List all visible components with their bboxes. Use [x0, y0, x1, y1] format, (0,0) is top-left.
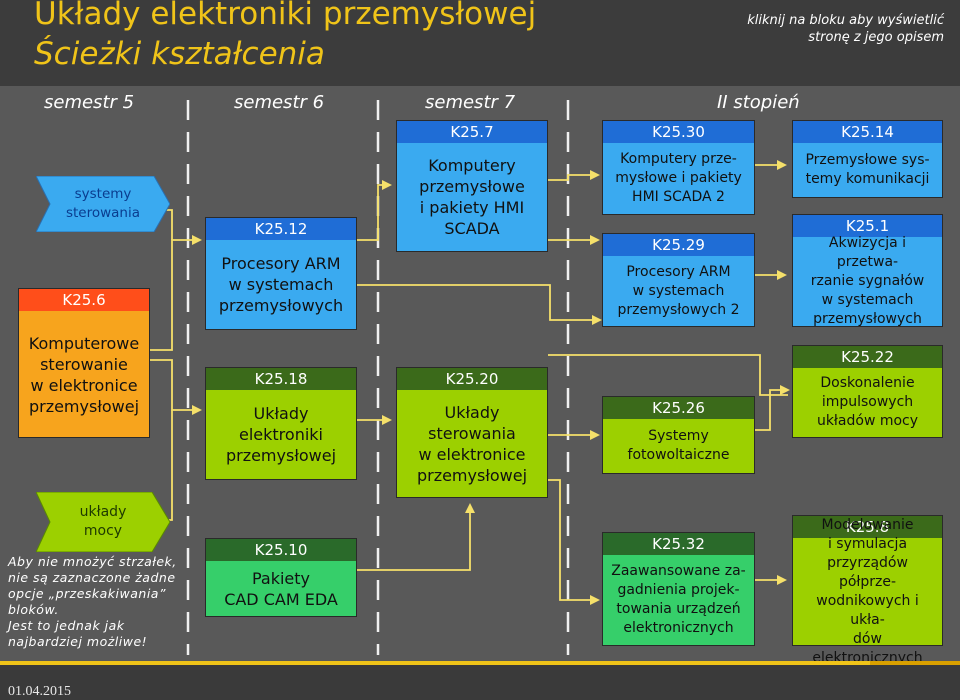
tag-label: systemy sterowania — [65, 186, 141, 221]
block-k25-12[interactable]: K25.12 Procesory ARM w systemach przemys… — [205, 217, 357, 330]
arrow-k25-20-to-k25-32 — [548, 479, 600, 605]
footer — [0, 661, 960, 697]
block-title: Procesory ARM w systemach przemysłowych — [218, 254, 344, 315]
footer-date: 01.04.2015 — [8, 684, 71, 699]
block-code: K25.6 — [19, 289, 149, 311]
block-code: K25.14 — [793, 121, 942, 143]
block-code: K25.30 — [603, 121, 754, 143]
semester-6-label: semestr 6 — [234, 92, 325, 113]
block-title: Układy sterowania w elektronice przemysł… — [416, 402, 528, 485]
block-k25-6[interactable]: K25.6 Komputerowe sterowanie w elektroni… — [18, 288, 150, 438]
semester-7-label: semestr 7 — [425, 92, 516, 113]
block-k25-26[interactable]: K25.26 Systemy fotowoltaiczne — [602, 396, 755, 474]
ii-stopien-label: II stopień — [717, 92, 800, 113]
arrow-k25-6-to-k25-18 — [150, 359, 202, 415]
footer-accent-line — [0, 661, 960, 665]
click-hint: kliknij na bloku aby wyświetlić stronę z… — [747, 13, 944, 45]
tag-label: układy mocy — [79, 504, 127, 539]
block-k25-8[interactable]: K25.8 Modelowanie i symulacja przyrządów… — [792, 515, 943, 666]
block-title: Układy elektroniki przemysłowej — [225, 404, 337, 465]
block-k25-20[interactable]: K25.20 Układy sterowania w elektronice p… — [396, 367, 548, 498]
block-code: K25.26 — [603, 397, 754, 419]
arrow-k25-20-to-k25-22 — [548, 354, 788, 396]
block-title: Pakiety CAD CAM EDA — [224, 568, 338, 609]
connectors — [150, 100, 790, 655]
block-title: Przemysłowe sys- temy komunikacji — [805, 152, 930, 187]
block-code: K25.1 — [793, 215, 942, 237]
block-k25-22[interactable]: K25.22 Doskonalenie impulsowych układów … — [792, 345, 943, 438]
block-title: Systemy fotowoltaiczne — [627, 428, 730, 463]
block-k25-29[interactable]: K25.29 Procesory ARM w systemach przemys… — [602, 233, 755, 327]
block-code: K25.12 — [206, 218, 356, 240]
block-title: Komputery prze- mysłowe i pakiety HMI SC… — [615, 151, 742, 205]
block-title: Komputery przemysłowe i pakiety HMI SCAD… — [419, 156, 525, 238]
block-code: K25.18 — [206, 368, 356, 390]
semester-5-label: semestr 5 — [44, 92, 135, 113]
block-code: K25.22 — [793, 346, 942, 368]
block-k25-1[interactable]: K25.1 Akwizycja i przetwa- rzanie sygnał… — [792, 214, 943, 327]
block-k25-32[interactable]: K25.32 Zaawansowane za- gadnienia projek… — [602, 532, 755, 646]
block-title: Modelowanie i symulacja przyrządów półpr… — [812, 517, 922, 666]
block-code: K25.20 — [397, 368, 547, 390]
block-k25-10[interactable]: K25.10 Pakiety CAD CAM EDA — [205, 538, 357, 617]
tag-shape — [36, 492, 170, 552]
footer-accent-end — [870, 661, 960, 665]
tag-uklady-mocy[interactable]: układy mocy — [36, 492, 170, 552]
header — [0, 0, 960, 86]
block-title: Doskonalenie impulsowych układów mocy — [816, 375, 919, 429]
block-title: Zaawansowane za- gadnienia projek- towan… — [611, 563, 746, 636]
block-code: K25.10 — [206, 539, 356, 561]
arrow-k25-7-to-k25-30 — [548, 170, 600, 181]
arrow-k25-10-to-k25-20 — [357, 503, 475, 571]
block-code: K25.32 — [603, 533, 754, 555]
block-k25-7[interactable]: K25.7 Komputery przemysłowe i pakiety HM… — [396, 120, 548, 252]
block-k25-14[interactable]: K25.14 Przemysłowe sys- temy komunikacji — [792, 120, 943, 198]
arrow-k25-12-to-k25-7 — [357, 180, 392, 241]
arrow-k25-26-to-k25-22 — [755, 385, 790, 431]
arrow-k25-12-to-k25-29 — [357, 284, 602, 325]
block-title: Procesory ARM w systemach przemysłowych … — [617, 263, 740, 318]
page-title: Układy elektroniki przemysłowej — [34, 0, 537, 32]
block-code: K25.29 — [603, 234, 754, 256]
page-subtitle: Ścieżki kształcenia — [34, 36, 325, 72]
block-code: K25.7 — [397, 121, 547, 143]
block-code: K25.8 — [793, 516, 942, 538]
block-k25-30[interactable]: K25.30 Komputery prze- mysłowe i pakiety… — [602, 120, 755, 215]
arrow-k25-6-to-k25-12 — [150, 235, 202, 351]
note-text: Aby nie mnożyć strzałek, nie są zaznaczo… — [8, 554, 177, 649]
block-title: Komputerowe sterowanie w elektronice prz… — [28, 334, 140, 416]
tag-systemy-sterowania[interactable]: systemy sterowania — [36, 176, 170, 232]
block-k25-18[interactable]: K25.18 Układy elektroniki przemysłowej — [205, 367, 357, 480]
tag-shape — [36, 176, 170, 232]
block-title: Akwizycja i przetwa- rzanie sygnałów w s… — [810, 235, 925, 327]
